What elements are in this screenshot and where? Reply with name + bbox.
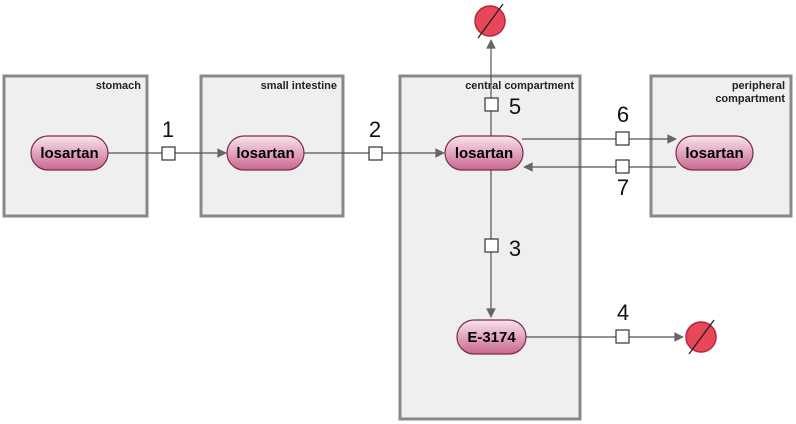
- process-node-7[interactable]: [615, 159, 630, 174]
- compartment-small-intestine-label: small intestine: [261, 80, 337, 92]
- process-node-3[interactable]: [484, 238, 499, 253]
- process-node-4[interactable]: [615, 329, 630, 344]
- reaction-label-7: 7: [617, 175, 629, 200]
- species-losartan-central[interactable]: losartan: [444, 135, 524, 171]
- process-node-6[interactable]: [615, 131, 630, 146]
- reaction-label-2: 2: [369, 117, 381, 142]
- compartment-small-intestine: small intestine: [199, 74, 345, 218]
- species-e3174-central[interactable]: E-3174: [456, 319, 527, 355]
- compartment-peripheral-label-line2: compartment: [715, 93, 785, 105]
- process-node-1[interactable]: [161, 146, 176, 161]
- reaction-label-5: 5: [509, 94, 521, 119]
- species-losartan-small-intestine[interactable]: losartan: [226, 135, 305, 171]
- species-losartan-stomach-label: losartan: [40, 145, 98, 162]
- species-losartan-peripheral-label: losartan: [685, 145, 743, 162]
- species-e3174-label: E-3174: [467, 329, 516, 346]
- process-node-2[interactable]: [368, 146, 383, 161]
- species-losartan-small-intestine-label: losartan: [236, 145, 294, 162]
- reaction-label-6: 6: [617, 102, 629, 127]
- process-node-5[interactable]: [484, 97, 499, 112]
- compartment-central-label: central compartment: [465, 80, 574, 92]
- species-losartan-peripheral[interactable]: losartan: [675, 135, 754, 171]
- reaction-label-3: 3: [509, 236, 521, 261]
- compartment-stomach-label: stomach: [96, 80, 142, 92]
- degradation-sink-icon-right: [685, 319, 717, 355]
- species-losartan-central-label: losartan: [455, 145, 513, 162]
- compartment-peripheral-label-line1: peripheral: [732, 80, 785, 92]
- species-losartan-stomach[interactable]: losartan: [30, 135, 109, 171]
- reaction-label-1: 1: [162, 117, 174, 142]
- degradation-sink-icon-top: [474, 3, 506, 39]
- reaction-label-4: 4: [617, 300, 629, 325]
